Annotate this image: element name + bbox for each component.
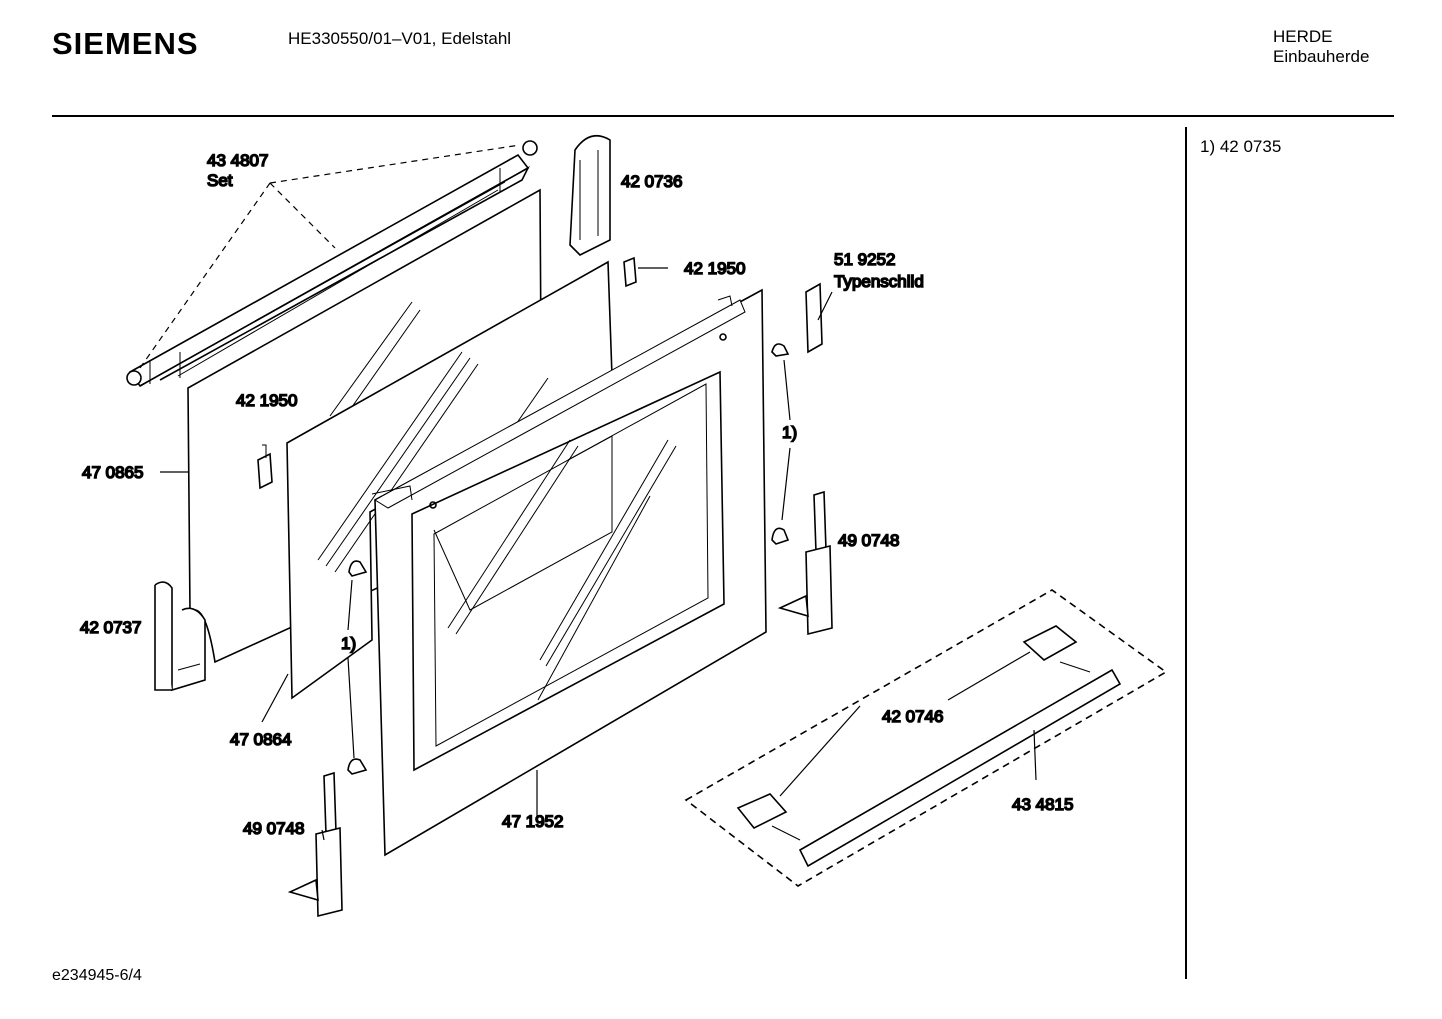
label-490748-right: 49 0748 xyxy=(838,531,899,550)
label-421950-left: 42 1950 xyxy=(236,391,297,410)
header-divider xyxy=(52,115,1394,117)
document-id: e234945-6/4 xyxy=(52,967,142,984)
label-470865: 47 0865 xyxy=(82,463,143,482)
label-420737: 42 0737 xyxy=(80,618,141,637)
label-434807: 43 4807 xyxy=(207,151,268,170)
label-ref1-right: 1) xyxy=(782,423,797,442)
label-434815: 43 4815 xyxy=(1012,795,1073,814)
label-420746: 42 0746 xyxy=(882,707,943,726)
door-handle-assembly xyxy=(684,589,1168,887)
model-title: HE330550/01–V01, Edelstahl xyxy=(288,29,512,48)
left-hinge-bracket xyxy=(154,581,206,692)
label-ref1-left: 1) xyxy=(341,634,356,653)
category-line-2: Einbauherde xyxy=(1273,47,1370,66)
middle-glass-pane xyxy=(286,260,613,700)
notes-divider xyxy=(1185,127,1187,979)
label-434807-set: Set xyxy=(207,171,233,190)
label-471952: 47 1952 xyxy=(502,812,563,831)
label-420736: 42 0736 xyxy=(621,172,682,191)
hinge-right xyxy=(777,490,833,636)
rating-plate xyxy=(805,282,823,354)
label-519252: 51 9252 xyxy=(834,250,895,269)
brand-logo: SIEMENS xyxy=(52,26,199,61)
label-421950-top: 42 1950 xyxy=(684,259,745,278)
clip-top xyxy=(623,256,637,288)
category-label: HERDE Einbauherde xyxy=(1273,27,1369,67)
front-door-panel xyxy=(371,288,767,857)
category-line-1: HERDE xyxy=(1273,27,1333,46)
right-hinge-bracket xyxy=(569,134,611,256)
top-rail-set xyxy=(126,140,538,388)
label-519252-typenschild: Typenschild xyxy=(834,272,924,291)
clip-left xyxy=(257,444,273,490)
label-470864: 47 0864 xyxy=(230,730,291,749)
leader-lines xyxy=(139,144,1037,841)
hinge-left xyxy=(287,771,343,918)
hinge-covers xyxy=(347,343,790,775)
label-490748-left: 49 0748 xyxy=(243,819,304,838)
footnote-1: 1) 42 0735 xyxy=(1200,137,1282,156)
